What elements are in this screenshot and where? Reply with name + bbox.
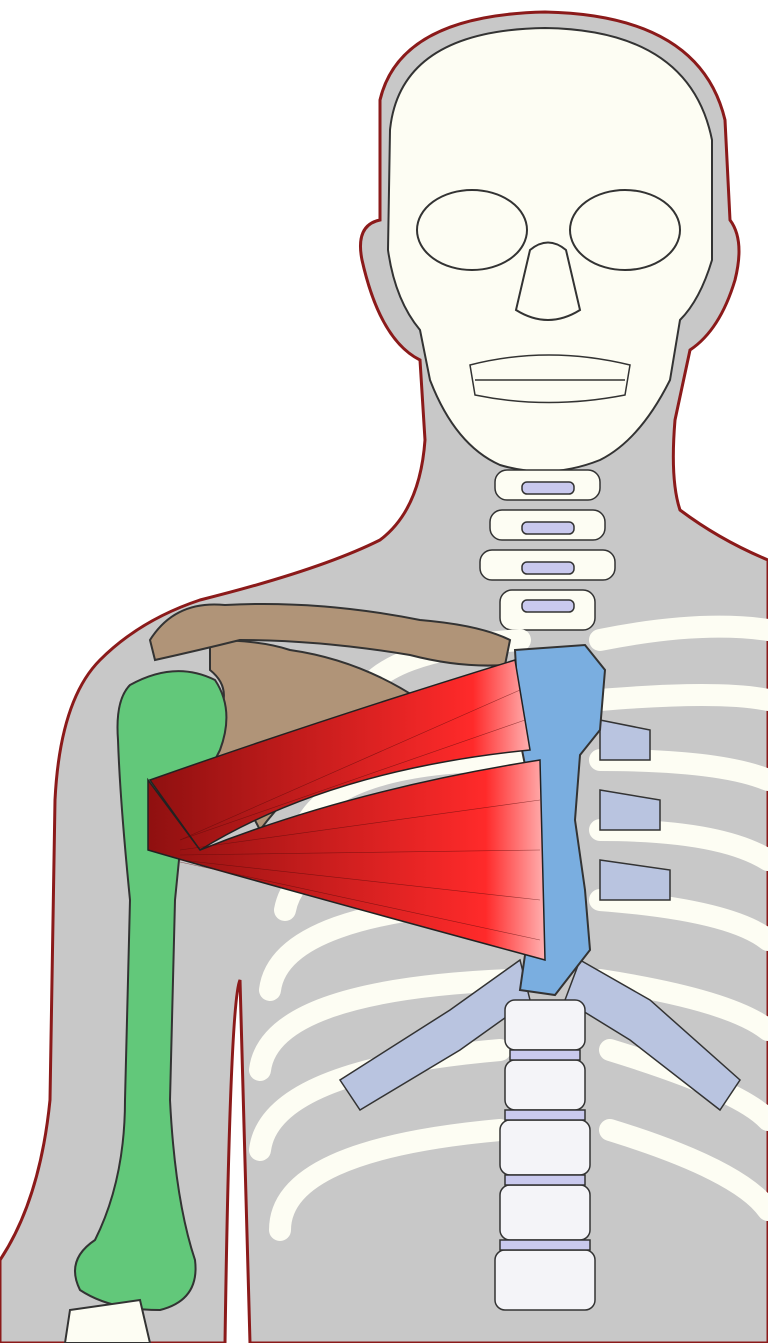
- thoracic-spine: [494, 999, 596, 1311]
- costal-cartilage: [338, 719, 741, 1112]
- nasal-cavity: [514, 241, 582, 321]
- pectoralis-clavicular-head: [148, 659, 531, 852]
- humerus: [74, 670, 228, 1312]
- clavicle: [148, 603, 512, 667]
- eye-sockets: [416, 189, 681, 271]
- pectoralis-major: [147, 659, 546, 961]
- teeth: [469, 354, 631, 404]
- forearm-bone: [63, 1298, 152, 1343]
- cervical-spine: [479, 469, 616, 631]
